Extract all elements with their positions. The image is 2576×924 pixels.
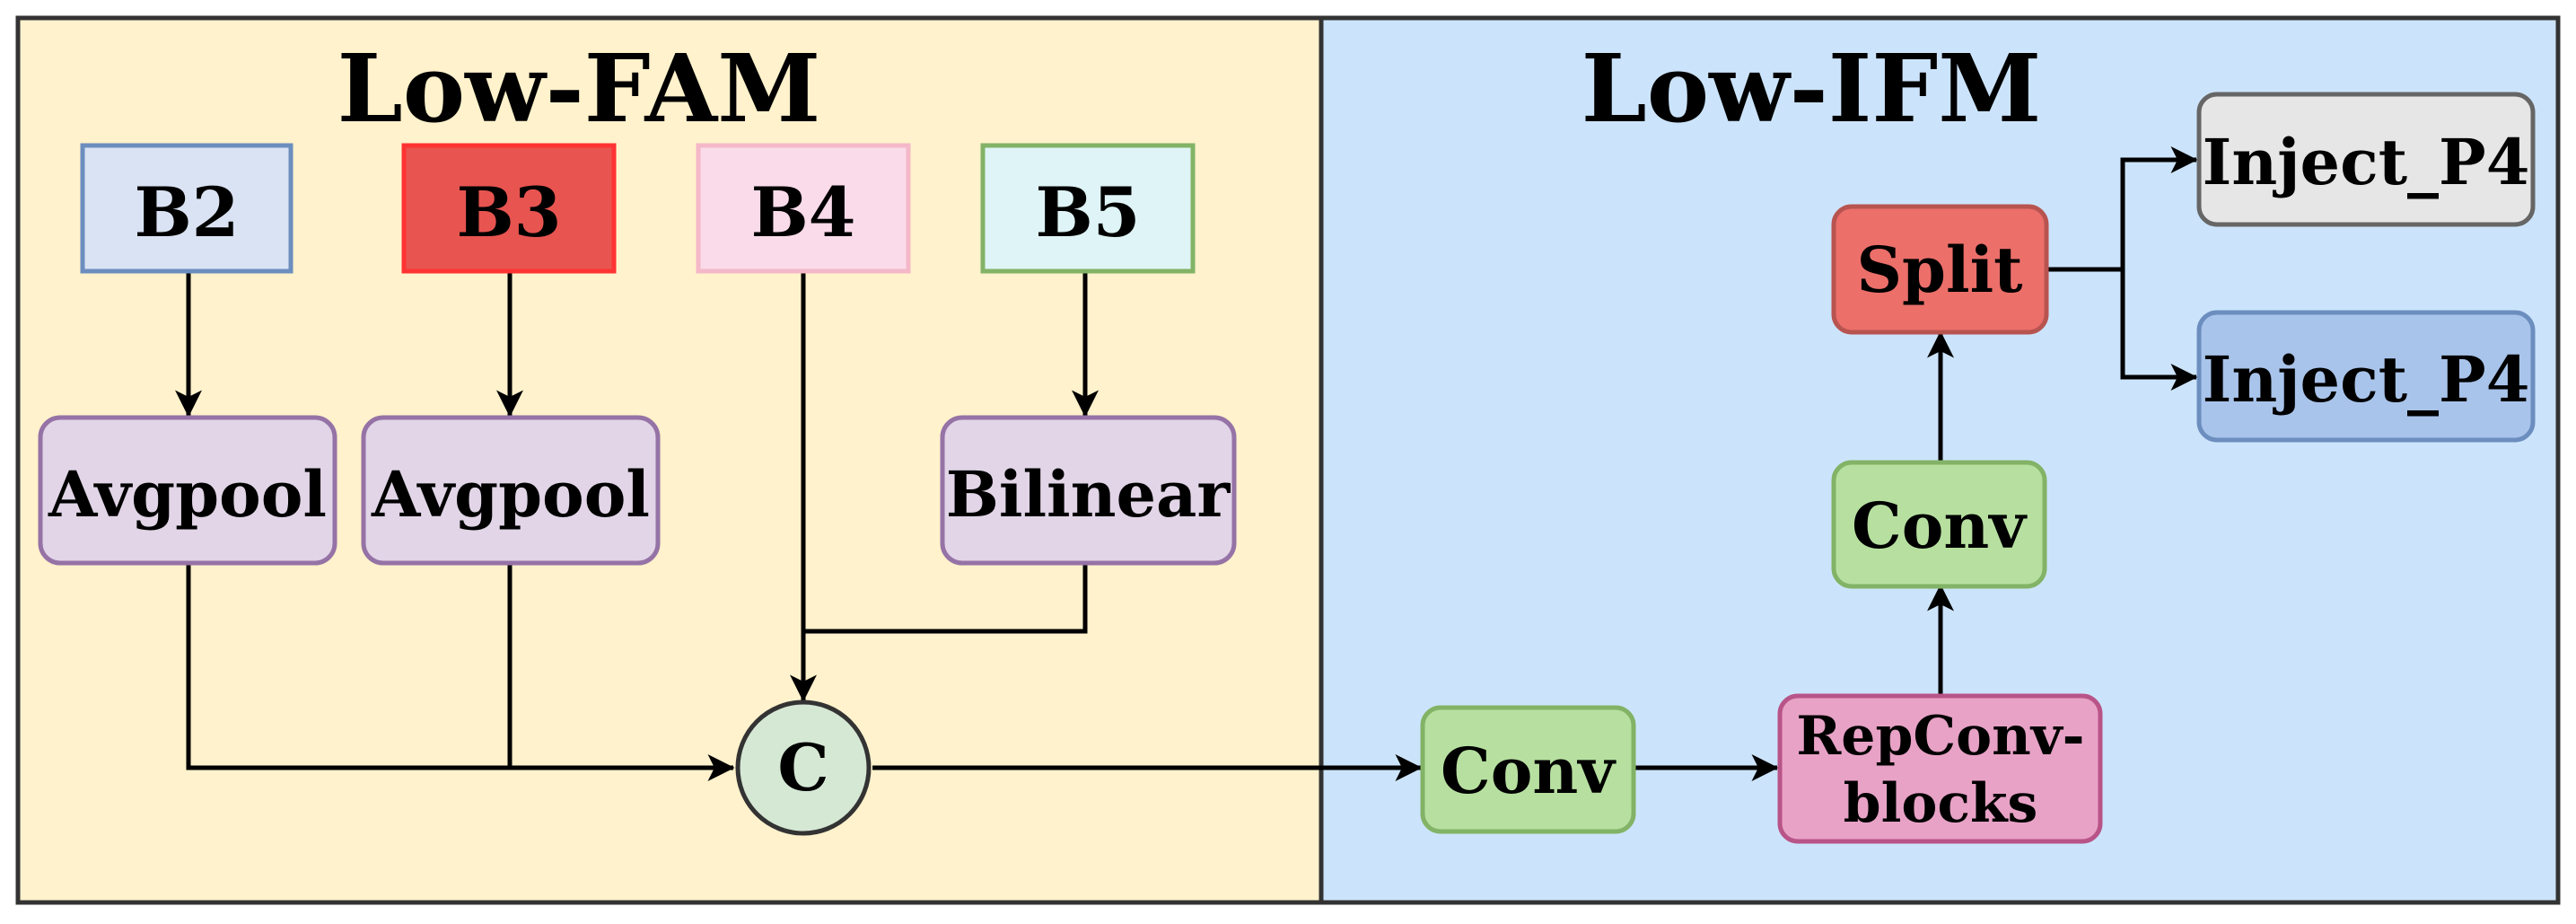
bilinear-node: Bilinear — [940, 415, 1237, 566]
svg-text:blocks: blocks — [1844, 772, 2038, 835]
b2-node: B2 — [80, 143, 294, 274]
low-fam-title: Low-FAM — [337, 33, 821, 144]
avgpool-node-2: Avgpool — [361, 415, 661, 566]
conv-node-2: Conv — [1831, 460, 2047, 589]
svg-text:Bilinear: Bilinear — [946, 457, 1231, 532]
svg-text:Inject_P4: Inject_P4 — [2203, 342, 2530, 417]
b5-node: B5 — [980, 143, 1196, 274]
inject-p4-node-2: Inject_P4 — [2196, 310, 2536, 443]
svg-text:B2: B2 — [134, 172, 239, 252]
conv-node-1: Conv — [1420, 705, 1636, 834]
svg-text:Avgpool: Avgpool — [371, 457, 650, 532]
split-node: Split — [1831, 204, 2049, 335]
svg-text:Inject_P4: Inject_P4 — [2203, 125, 2530, 199]
connector-lines — [175, 146, 2198, 781]
edge-bilinear-join — [803, 563, 1088, 634]
svg-text:Split: Split — [1856, 233, 2022, 307]
repconv-blocks-node: RepConv- blocks — [1777, 693, 2103, 844]
svg-text:Conv: Conv — [1441, 734, 1617, 808]
svg-text:C: C — [777, 729, 828, 805]
concat-node: C — [735, 700, 872, 836]
b3-node: B3 — [401, 143, 617, 274]
inject-p4-node-1: Inject_P4 — [2196, 92, 2536, 227]
edge-avgpool1-concat — [186, 563, 735, 781]
svg-text:B3: B3 — [456, 172, 561, 252]
svg-text:RepConv-: RepConv- — [1796, 705, 2084, 768]
low-ifm-title: Low-IFM — [1582, 33, 2042, 144]
svg-text:B5: B5 — [1035, 172, 1140, 252]
svg-text:Conv: Conv — [1852, 488, 2028, 563]
edge-split-inject1 — [2120, 146, 2198, 269]
svg-text:B4: B4 — [750, 172, 855, 252]
avgpool-node-1: Avgpool — [38, 415, 337, 566]
edge-split-inject2 — [2120, 269, 2198, 391]
b4-node: B4 — [696, 143, 911, 274]
svg-text:Avgpool: Avgpool — [48, 457, 327, 532]
